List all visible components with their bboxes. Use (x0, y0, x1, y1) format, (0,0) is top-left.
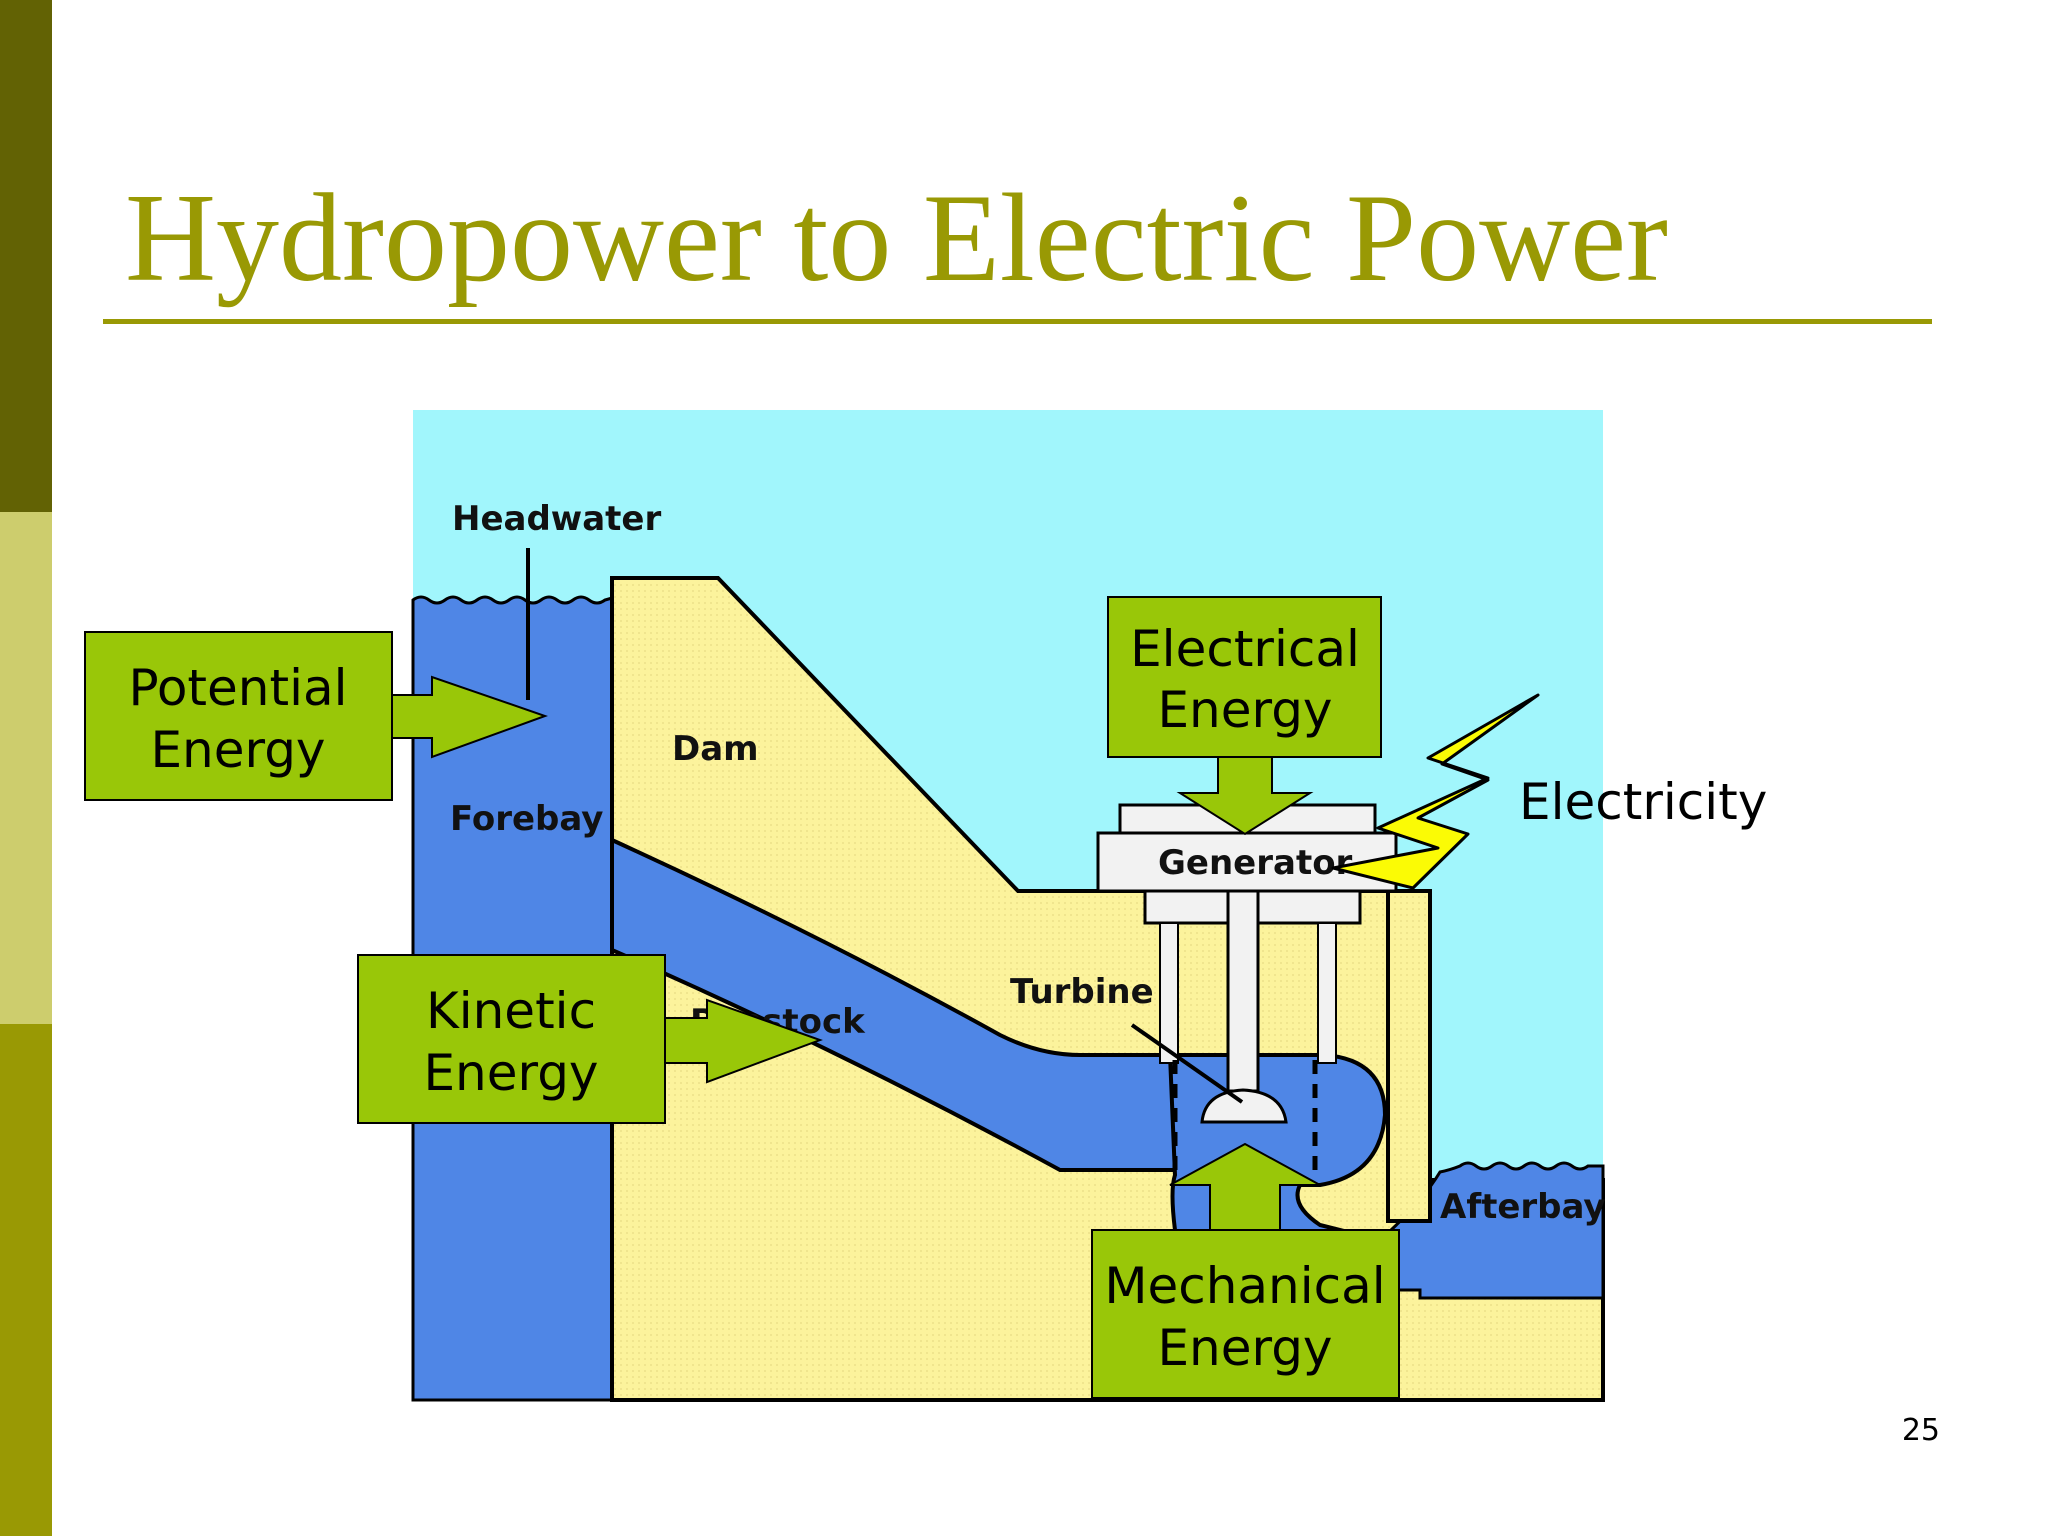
generator-support-right (1317, 922, 1337, 1064)
turbine-label: Turbine (1010, 972, 1154, 1012)
mechanical-energy-line2: Energy (1157, 1319, 1332, 1377)
mechanical-energy-box (1091, 1229, 1400, 1399)
kinetic-energy-line2: Energy (423, 1044, 598, 1102)
generator-housing (1096, 831, 1398, 893)
electrical-energy-line2: Energy (1157, 681, 1332, 739)
electrical-energy-line1: Electrical (1130, 620, 1360, 678)
turbine-pointer (1130, 1023, 1244, 1104)
electrical-energy-box (1107, 596, 1382, 758)
potential-energy-line2: Energy (150, 721, 325, 779)
sidebar-band-olive (0, 1024, 52, 1536)
electrical-energy-arrow (1176, 756, 1314, 836)
dam-label: Dam (672, 729, 759, 769)
slide-title: Hydropower to Electric Power (125, 169, 1669, 308)
kinetic-energy-arrow (664, 998, 823, 1084)
turbine-runner (1200, 1088, 1288, 1124)
generator-label: Generator (1158, 843, 1353, 883)
powerhouse-wall (1386, 889, 1432, 1223)
kinetic-energy-box (357, 954, 666, 1124)
title-underline (103, 319, 1932, 324)
turbine-shaft (1226, 889, 1260, 1093)
sidebar-band-light (0, 512, 52, 1024)
afterbay-label: Afterbay (1440, 1187, 1606, 1227)
generator-support-left (1159, 922, 1179, 1064)
forebay-label: Forebay (450, 799, 603, 839)
potential-energy-arrow (391, 675, 548, 759)
kinetic-energy-line1: Kinetic (426, 982, 596, 1040)
page-number: 25 (1901, 1413, 1940, 1448)
sidebar-band-dark (0, 0, 52, 512)
potential-energy-box (84, 631, 393, 801)
afterbay-body (1378, 1161, 1605, 1300)
headwater-label: Headwater (452, 499, 661, 539)
mechanical-energy-line1: Mechanical (1104, 1257, 1385, 1315)
potential-energy-line1: Potential (128, 659, 347, 717)
electricity-label: Electricity (1519, 773, 1767, 831)
lightning-bolt-icon (1331, 693, 1540, 890)
